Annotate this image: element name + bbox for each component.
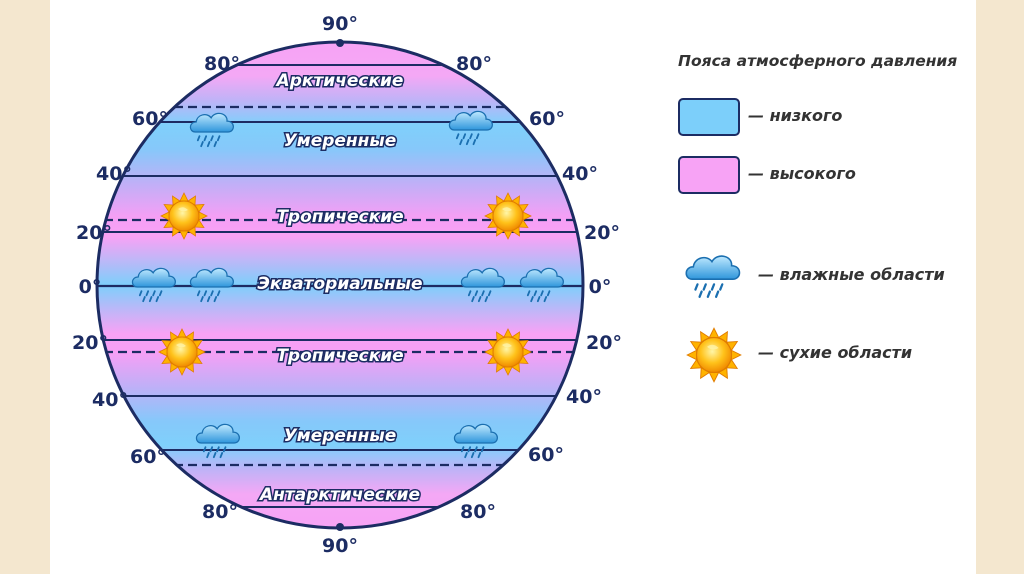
- legend-label-dry: — сухие области: [758, 343, 913, 362]
- latitude-labels: 90° 80° 80° 60° 60° 40° 40° 20° 20° 0° 0…: [72, 13, 622, 557]
- belt-label-temperate-south: Умеренные: [284, 426, 397, 446]
- lat-label-s40-left: 40°: [92, 389, 128, 411]
- belt-label-temperate-north: Умеренные: [284, 131, 397, 151]
- lat-label-equator-right: 0°: [589, 276, 612, 298]
- lat-label-north-pole: 90°: [322, 13, 358, 35]
- lat-label-n40-left: 40°: [96, 163, 132, 185]
- high-pressure-swatch: [678, 156, 740, 194]
- belt-labels: Арктические Умеренные Тропические Эквато…: [256, 70, 424, 507]
- legend-label-wet: — влажные области: [758, 265, 945, 284]
- lat-label-equator-left: 0°: [79, 276, 102, 298]
- low-pressure-swatch: [678, 98, 740, 136]
- lat-label-s40-right: 40°: [566, 386, 602, 408]
- lat-label-south-pole: 90°: [322, 535, 358, 557]
- lat-label-s60-right: 60°: [528, 444, 564, 466]
- globe: [95, 39, 585, 531]
- lat-label-n60-left: 60°: [132, 108, 168, 130]
- lat-label-s60-left: 60°: [130, 446, 166, 468]
- lat-label-s20-right: 20°: [586, 332, 622, 354]
- belt-label-tropical-south: Тропические: [276, 346, 403, 366]
- belt-label-equatorial: Экваториальные: [257, 274, 422, 294]
- legend-title: Пояса атмосферного давления: [678, 52, 958, 70]
- lat-label-s80-left: 80°: [202, 501, 238, 523]
- pressure-belts-diagram: Арктические Умеренные Тропические Эквато…: [72, 13, 622, 557]
- lat-label-n60-right: 60°: [529, 108, 565, 130]
- south-pole-dot: [336, 523, 344, 531]
- lat-label-s80-right: 80°: [460, 501, 496, 523]
- belt-label-arctic: Арктические: [275, 71, 404, 91]
- lat-label-n80-right: 80°: [456, 53, 492, 75]
- legend-label-low: — низкого: [748, 106, 843, 125]
- lat-label-n40-right: 40°: [562, 163, 598, 185]
- lat-label-n80-left: 80°: [204, 53, 240, 75]
- slide: Арктические Умеренные Тропические Эквато…: [50, 0, 976, 574]
- legend-label-high: — высокого: [748, 164, 856, 183]
- north-pole-dot: [336, 39, 344, 47]
- lat-label-n20-left: 20°: [76, 222, 112, 244]
- belt-label-antarctic: Антарктические: [258, 485, 420, 505]
- sun-icon: [686, 327, 742, 383]
- lat-label-s20-left: 20°: [72, 332, 108, 354]
- belt-label-tropical-north: Тропические: [276, 207, 403, 227]
- lat-label-n20-right: 20°: [584, 222, 620, 244]
- rain-cloud-icon: [685, 254, 741, 298]
